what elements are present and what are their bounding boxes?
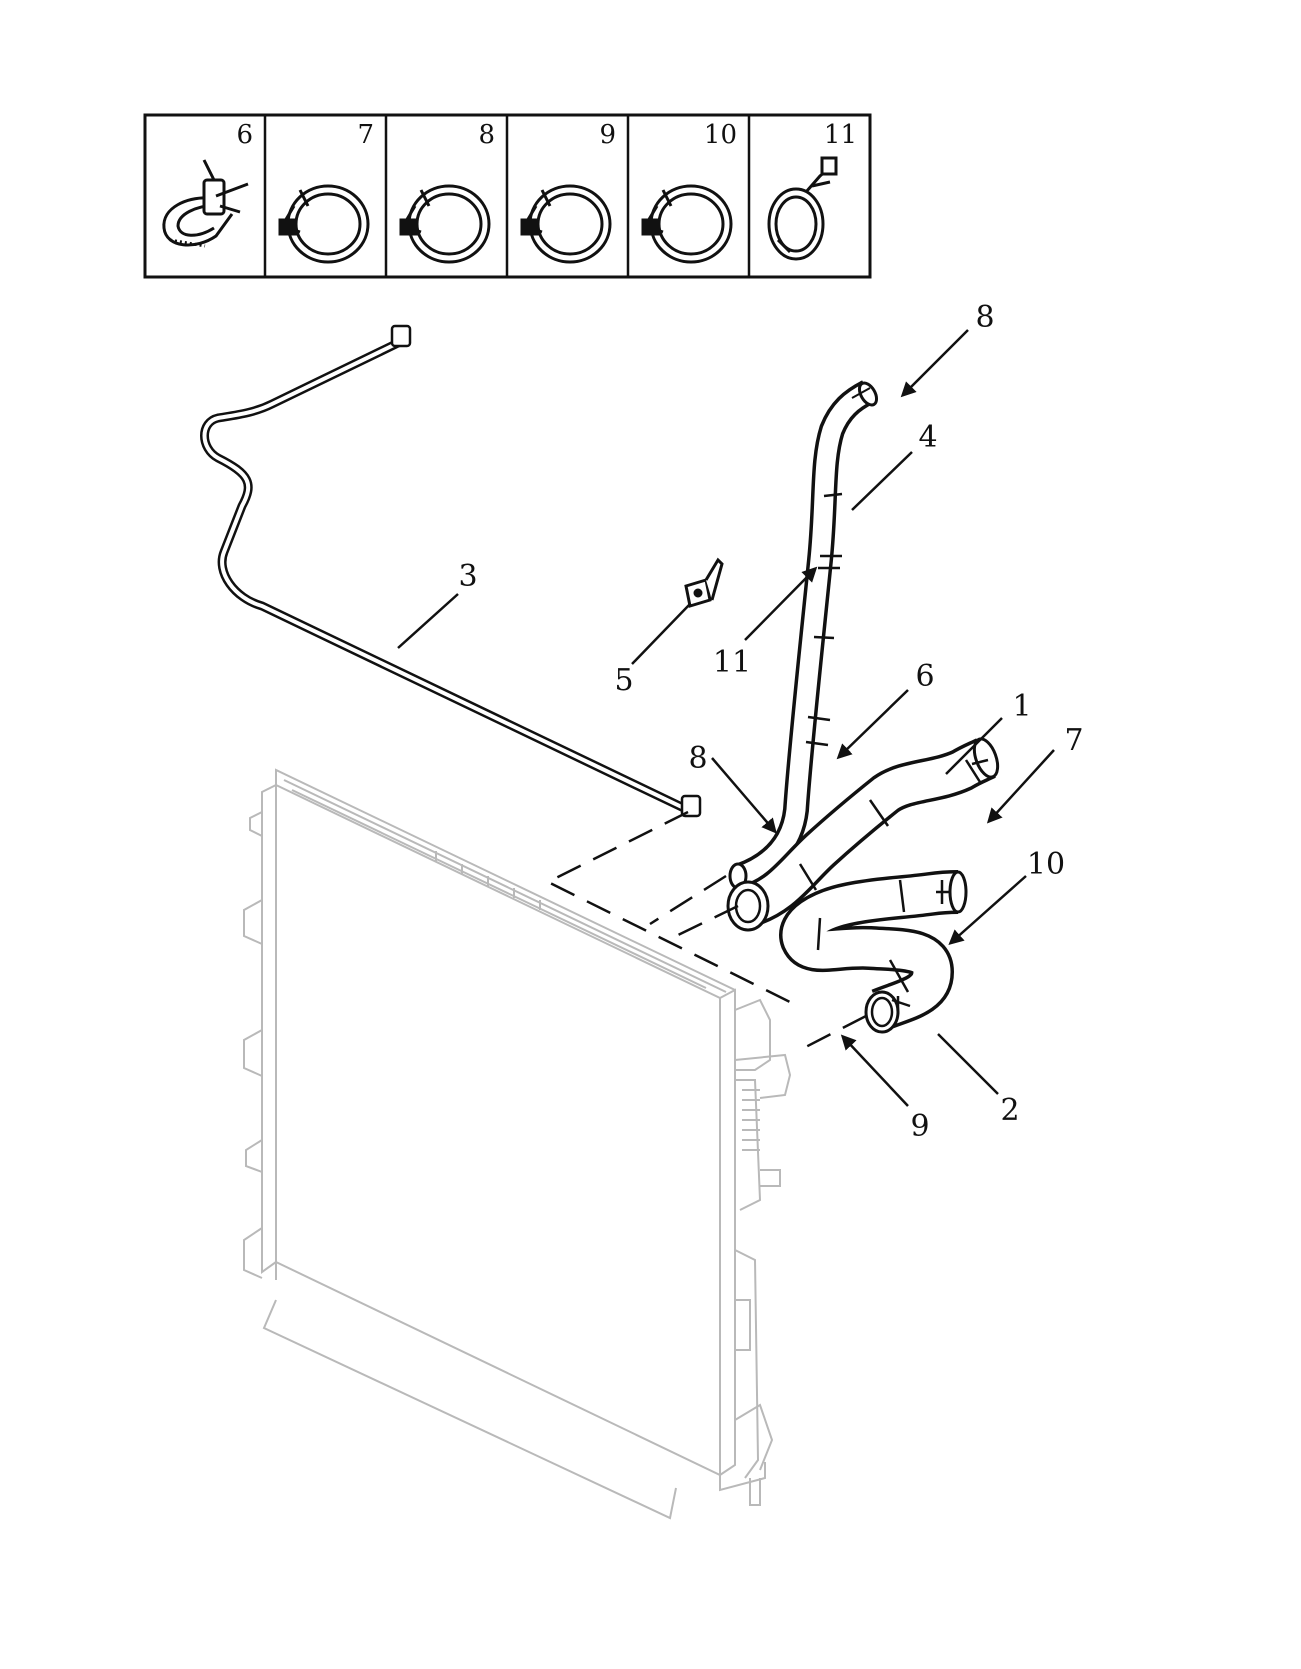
hose-clamp-icon xyxy=(641,184,733,264)
callout-11: 11 xyxy=(713,645,751,680)
callout-8-low: 8 xyxy=(688,741,707,776)
callout-3: 3 xyxy=(458,559,477,594)
callout-9: 9 xyxy=(910,1109,929,1144)
callout-2: 2 xyxy=(1000,1093,1019,1128)
metal-tube-3 xyxy=(200,324,702,818)
tube-fitting-top xyxy=(390,324,412,348)
legend-label-10: 10 xyxy=(704,120,737,150)
hose-clamp-icon xyxy=(520,184,612,264)
band-clamp-icon xyxy=(162,159,249,248)
callout-leaders xyxy=(397,329,1055,1107)
assembly-lines xyxy=(545,810,867,1054)
callout-8-top: 8 xyxy=(975,300,994,335)
callout-numbers: 8 4 3 5 11 6 1 7 8 10 2 9 xyxy=(458,300,1083,1144)
radiator xyxy=(243,768,792,1520)
hose-clamp-icon xyxy=(399,184,491,264)
callout-7: 7 xyxy=(1064,723,1083,758)
callout-10: 10 xyxy=(1027,847,1065,882)
callout-1: 1 xyxy=(1012,689,1031,724)
hose-1 xyxy=(726,737,1000,932)
clamp-legend: 6 7 8 9 10 11 xyxy=(143,113,872,279)
hose-2 xyxy=(779,870,968,1034)
legend-label-8: 8 xyxy=(478,120,495,150)
tube-fitting-bottom xyxy=(680,794,702,818)
callout-5: 5 xyxy=(614,663,633,698)
legend-label-7: 7 xyxy=(357,120,374,150)
legend-label-6: 6 xyxy=(236,120,253,150)
hose-clamp-icon xyxy=(278,184,370,264)
legend-label-11: 11 xyxy=(824,120,857,150)
callout-4: 4 xyxy=(918,420,937,455)
clip-clamp-icon xyxy=(767,156,838,261)
legend-label-9: 9 xyxy=(599,120,616,150)
bracket-5 xyxy=(684,557,724,608)
callout-6: 6 xyxy=(915,659,934,694)
